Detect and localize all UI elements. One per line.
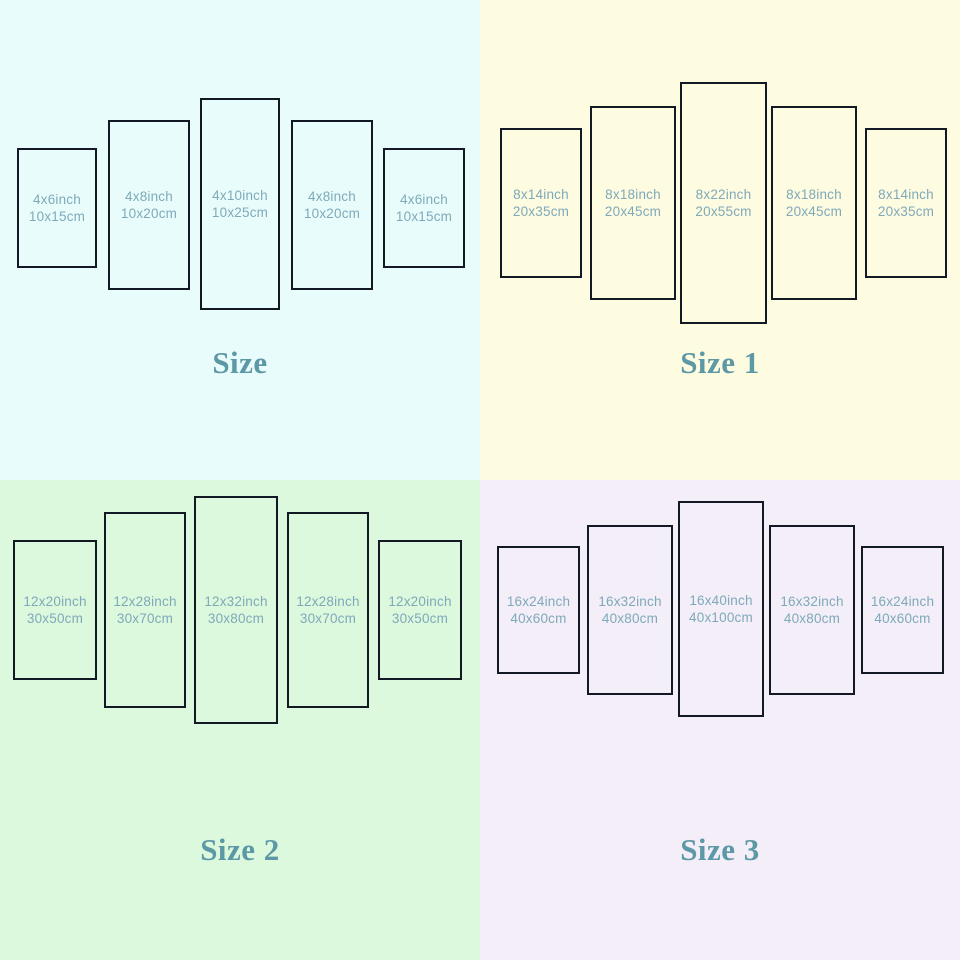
panel-dimension-inch: 8x22inch bbox=[695, 186, 752, 202]
panel-group-size-2: 12x20inch 30x50cm 12x28inch 30x70cm 12x32inc… bbox=[0, 480, 480, 820]
panel-dimension-cm: 20x45cm bbox=[785, 204, 843, 219]
canvas-panel[interactable]: 12x28inch 30x70cm bbox=[287, 512, 369, 708]
panel-dimension-inch: 12x20inch bbox=[23, 593, 87, 609]
panel-dimension-inch: 16x24inch bbox=[870, 593, 935, 609]
panel-dimension-cm: 40x80cm bbox=[601, 611, 659, 626]
quadrant-size[interactable]: 4x6inch 10x15cm 4x8inch 10x20cm 4x10inch 10x2… bbox=[0, 0, 480, 480]
panel-dimension-cm: 20x45cm bbox=[604, 204, 662, 219]
panel-dimension-cm: 40x60cm bbox=[874, 611, 931, 626]
panel-dimension-inch: 4x10inch bbox=[212, 187, 268, 203]
panel-dimension-text: 8x18inch 20x45cm bbox=[605, 186, 661, 221]
panel-dimension-text: 16x40inch 40x100cm bbox=[689, 592, 753, 627]
canvas-panel[interactable]: 8x22inch 20x55cm bbox=[680, 82, 767, 324]
panel-dimension-text: 4x8inch 10x20cm bbox=[304, 188, 360, 223]
size-label-size: Size bbox=[212, 345, 268, 380]
panel-dimension-cm: 30x80cm bbox=[207, 611, 265, 626]
panel-group-size: 4x6inch 10x15cm 4x8inch 10x20cm 4x10inch 10x2… bbox=[0, 0, 480, 340]
panel-dimension-text: 8x18inch 20x45cm bbox=[786, 186, 842, 221]
canvas-panel[interactable]: 8x18inch 20x45cm bbox=[771, 106, 857, 300]
panel-dimension-inch: 12x20inch bbox=[388, 593, 452, 609]
panel-dimension-inch: 4x6inch bbox=[400, 191, 448, 207]
panel-dimension-inch: 16x32inch bbox=[780, 593, 844, 609]
panel-dimension-text: 16x24inch 40x60cm bbox=[507, 593, 570, 628]
panel-dimension-inch: 8x14inch bbox=[878, 186, 934, 202]
canvas-panel[interactable]: 8x14inch 20x35cm bbox=[865, 128, 947, 278]
canvas-panel[interactable]: 16x32inch 40x80cm bbox=[587, 525, 673, 695]
panel-dimension-cm: 10x15cm bbox=[28, 209, 86, 224]
panel-dimension-cm: 10x25cm bbox=[211, 205, 269, 220]
panel-dimension-inch: 12x28inch bbox=[296, 593, 360, 609]
panel-dimension-cm: 30x50cm bbox=[26, 611, 84, 626]
canvas-panel[interactable]: 12x32inch 30x80cm bbox=[194, 496, 278, 724]
panel-dimension-text: 4x8inch 10x20cm bbox=[121, 188, 177, 223]
canvas-panel[interactable]: 16x24inch 40x60cm bbox=[861, 546, 944, 674]
panel-dimension-inch: 8x18inch bbox=[786, 186, 842, 202]
panel-dimension-inch: 4x6inch bbox=[33, 191, 81, 207]
panel-dimension-text: 4x10inch 10x25cm bbox=[212, 187, 268, 222]
panel-dimension-inch: 8x14inch bbox=[513, 186, 569, 202]
size-label-size-1: Size 1 bbox=[680, 345, 760, 380]
panel-dimension-text: 12x28inch 30x70cm bbox=[113, 593, 176, 628]
size-label-size-2: Size 2 bbox=[200, 832, 280, 867]
panel-dimension-inch: 16x32inch bbox=[598, 593, 662, 609]
canvas-panel[interactable]: 4x6inch 10x15cm bbox=[17, 148, 97, 268]
panel-dimension-text: 12x32inch 30x80cm bbox=[204, 593, 267, 628]
panel-dimension-text: 4x6inch 10x15cm bbox=[396, 191, 452, 226]
canvas-panel[interactable]: 4x10inch 10x25cm bbox=[200, 98, 280, 310]
panel-dimension-inch: 16x40inch bbox=[689, 592, 753, 608]
panel-dimension-inch: 8x18inch bbox=[605, 186, 661, 202]
panel-dimension-cm: 30x70cm bbox=[299, 611, 357, 626]
canvas-panel[interactable]: 4x8inch 10x20cm bbox=[291, 120, 373, 290]
panel-dimension-cm: 40x60cm bbox=[510, 611, 567, 626]
panel-dimension-cm: 10x20cm bbox=[303, 206, 361, 221]
panel-dimension-cm: 30x50cm bbox=[391, 611, 449, 626]
panel-dimension-text: 8x14inch 20x35cm bbox=[878, 186, 934, 221]
quadrant-size-1[interactable]: 8x14inch 20x35cm 8x18inch 20x45cm 8x22inch 20… bbox=[480, 0, 960, 480]
panel-dimension-cm: 30x70cm bbox=[116, 611, 174, 626]
panel-dimension-text: 8x14inch 20x35cm bbox=[513, 186, 569, 221]
canvas-panel[interactable]: 8x14inch 20x35cm bbox=[500, 128, 582, 278]
canvas-panel[interactable]: 4x6inch 10x15cm bbox=[383, 148, 465, 268]
canvas-panel[interactable]: 8x18inch 20x45cm bbox=[590, 106, 676, 300]
panel-dimension-cm: 10x20cm bbox=[120, 206, 178, 221]
panel-dimension-cm: 40x80cm bbox=[783, 611, 841, 626]
panel-dimension-text: 4x6inch 10x15cm bbox=[29, 191, 85, 226]
canvas-panel[interactable]: 12x20inch 30x50cm bbox=[13, 540, 97, 680]
panel-dimension-text: 16x32inch 40x80cm bbox=[780, 593, 843, 628]
canvas-panel[interactable]: 4x8inch 10x20cm bbox=[108, 120, 190, 290]
canvas-panel[interactable]: 12x28inch 30x70cm bbox=[104, 512, 186, 708]
panel-dimension-text: 12x28inch 30x70cm bbox=[296, 593, 359, 628]
panel-dimension-inch: 12x28inch bbox=[113, 593, 177, 609]
canvas-panel[interactable]: 16x24inch 40x60cm bbox=[497, 546, 580, 674]
panel-dimension-cm: 20x35cm bbox=[877, 204, 935, 219]
panel-dimension-inch: 12x32inch bbox=[204, 593, 268, 609]
size-label-size-3: Size 3 bbox=[680, 832, 760, 867]
panel-dimension-inch: 16x24inch bbox=[506, 593, 571, 609]
panel-dimension-text: 16x24inch 40x60cm bbox=[871, 593, 934, 628]
canvas-panel[interactable]: 12x20inch 30x50cm bbox=[378, 540, 462, 680]
canvas-panel[interactable]: 16x32inch 40x80cm bbox=[769, 525, 855, 695]
panel-dimension-cm: 40x100cm bbox=[689, 610, 753, 625]
panel-dimension-cm: 20x55cm bbox=[695, 204, 752, 219]
panel-dimension-cm: 20x35cm bbox=[512, 204, 570, 219]
quadrant-size-2[interactable]: 12x20inch 30x50cm 12x28inch 30x70cm 12x32inc… bbox=[0, 480, 480, 960]
panel-dimension-text: 12x20inch 30x50cm bbox=[388, 593, 451, 628]
panel-dimension-text: 16x32inch 40x80cm bbox=[598, 593, 661, 628]
canvas-panel[interactable]: 16x40inch 40x100cm bbox=[678, 501, 764, 717]
panel-group-size-3: 16x24inch 40x60cm 16x32inch 40x80cm 16x40inc… bbox=[480, 480, 960, 820]
panel-dimension-text: 8x22inch 20x55cm bbox=[695, 186, 751, 221]
panel-group-size-1: 8x14inch 20x35cm 8x18inch 20x45cm 8x22inch 20… bbox=[480, 0, 960, 340]
panel-dimension-inch: 4x8inch bbox=[308, 188, 356, 204]
panel-dimension-inch: 4x8inch bbox=[125, 188, 173, 204]
panel-dimension-cm: 10x15cm bbox=[395, 209, 453, 224]
panel-dimension-text: 12x20inch 30x50cm bbox=[23, 593, 86, 628]
quadrant-size-3[interactable]: 16x24inch 40x60cm 16x32inch 40x80cm 16x40inc… bbox=[480, 480, 960, 960]
